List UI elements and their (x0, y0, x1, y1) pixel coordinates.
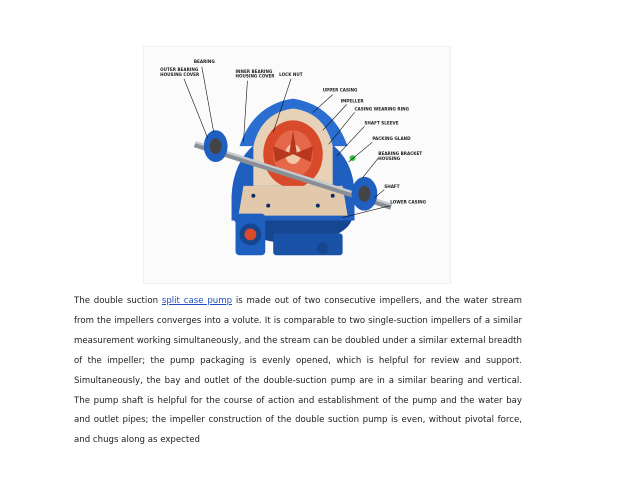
pump-cutaway-illustration: BEARING OUTER BEARING HOUSING COVER INNE… (160, 59, 427, 256)
part-labels: BEARING OUTER BEARING HOUSING COVER INNE… (160, 59, 426, 205)
split-case-pump-link[interactable]: split case pump (161, 296, 233, 306)
paragraph-intro: The double suction (74, 296, 162, 306)
pump-body (231, 98, 355, 256)
label-upper-casing: UPPER CASING (323, 88, 358, 93)
label-casing-wearing-ring: CASING WEARING RING (355, 106, 410, 111)
label-outer-bearing-line2: HOUSING COVER (160, 72, 200, 77)
label-inner-bearing-line1: INNER BEARING (236, 69, 273, 74)
label-outer-bearing-line1: OUTER BEARING (160, 67, 199, 72)
label-bearing-bracket-line2: HOUSING (378, 156, 400, 161)
label-impeller: IMPELLER (341, 99, 365, 104)
pump-shaft (193, 130, 393, 211)
label-inner-bearing-line2: HOUSING COVER (236, 74, 276, 79)
pump-cutaway-figure: BEARING OUTER BEARING HOUSING COVER INNE… (143, 46, 451, 284)
label-shaft: SHAFT (384, 184, 400, 189)
label-packing-gland: PACKING GLAND (372, 136, 411, 141)
label-shaft-sleeve: SHAFT SLEEVE (364, 120, 398, 125)
label-bearing: BEARING (194, 59, 215, 64)
description-paragraph: The double suction split case pump is ma… (74, 292, 522, 451)
label-leaders (183, 66, 391, 218)
label-bearing-bracket-line1: BEARING BRACKET (378, 151, 422, 156)
label-lock-nut: LOCK NUT (279, 72, 303, 77)
paragraph-body: is made out of two consecutive impellers… (74, 296, 522, 446)
label-lower-casing: LOWER CASING (390, 200, 426, 205)
